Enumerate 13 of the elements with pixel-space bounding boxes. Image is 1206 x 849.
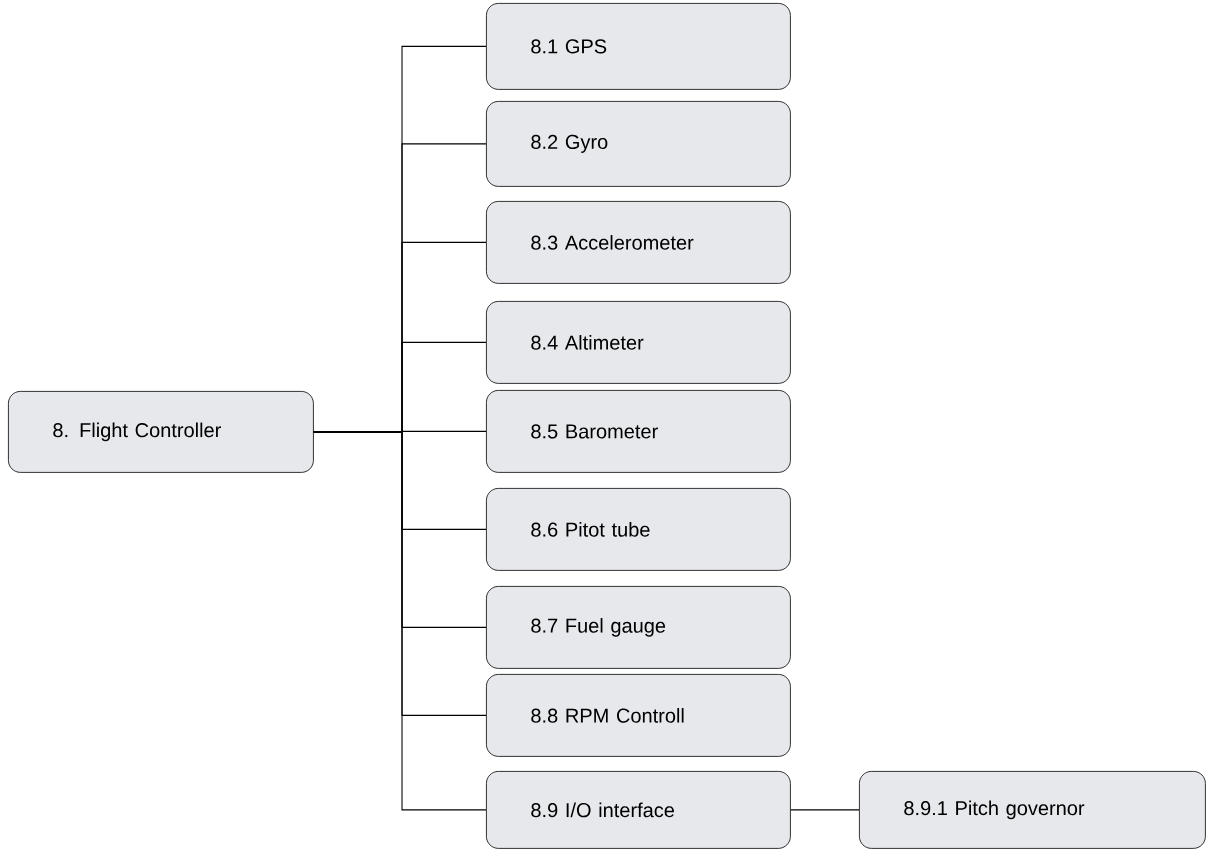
component-box: 8.7 Fuel gauge: [486, 586, 791, 669]
component-box: 8.5 Barometer: [486, 390, 791, 473]
component-box: 8.1 GPS: [486, 3, 791, 90]
component-box: 8.3 Accelerometer: [486, 201, 791, 284]
connector-line: [313, 431, 487, 811]
root-box: 8. Flight Controller: [8, 391, 314, 473]
component-box: 8.8 RPM Controll: [486, 674, 791, 757]
component-box: 8.9.1 Pitch governor: [859, 771, 1206, 849]
component-box: 8.9 I/O interface: [486, 771, 791, 849]
connector-line: [790, 809, 860, 811]
component-box: 8.6 Pitot tube: [486, 488, 791, 571]
component-box: 8.4 Altimeter: [486, 301, 791, 384]
component-box: 8.2 Gyro: [486, 101, 791, 187]
